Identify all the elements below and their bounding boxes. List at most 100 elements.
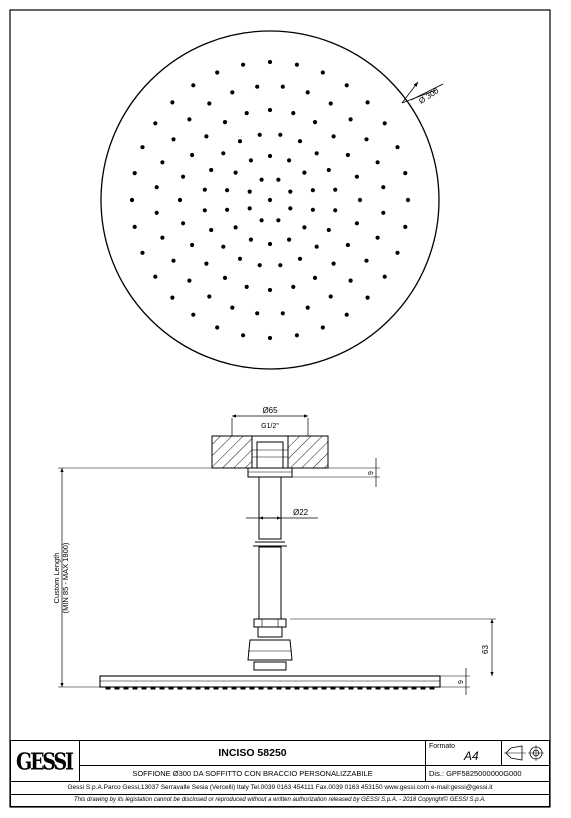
nozzle-hole <box>326 167 331 173</box>
nozzle-hole <box>222 120 228 125</box>
nozzle-bump <box>375 687 381 690</box>
nozzle-hole <box>257 132 262 137</box>
nozzle-hole <box>267 287 273 293</box>
drawing-number: Dis.: GPF5825000000G000 <box>429 769 522 778</box>
nozzle-hole <box>297 256 303 261</box>
nozzle-hole <box>297 139 303 144</box>
nozzle-hole <box>302 225 307 230</box>
nozzle-hole <box>280 84 285 89</box>
nozzle-hole <box>305 305 310 310</box>
nozzle-hole <box>140 250 145 255</box>
nozzle-hole <box>333 208 338 213</box>
company-info-cell: Gessi S.p.A.Parco Gessi,13037 Serravalle… <box>10 782 550 795</box>
nozzle-bump <box>213 687 219 690</box>
nozzle-hole <box>381 185 386 190</box>
head-diameter-label: Ø 300 <box>417 86 441 106</box>
nozzle-hole <box>170 100 175 105</box>
nozzle-hole <box>221 244 226 249</box>
nozzle-hole <box>287 237 292 242</box>
nozzle-hole <box>382 121 387 126</box>
nozzle-bump <box>267 687 273 690</box>
nozzle-hole <box>259 218 264 223</box>
legal-notice: This drawing by its legislation cannot b… <box>74 797 486 803</box>
format-cell: Formato A4 <box>426 740 502 766</box>
nozzle-hole <box>344 83 349 88</box>
nozzle-hole <box>215 325 220 330</box>
nozzle-hole <box>314 244 319 249</box>
nozzle-hole <box>333 187 338 192</box>
nozzle-hole <box>288 189 293 194</box>
dim-custom-length: Custom Length (MIN 85 - MAX 1800) <box>52 467 212 688</box>
nozzle-hole <box>170 295 175 300</box>
nozzle-bump <box>276 687 282 690</box>
nozzle-hole <box>294 333 299 338</box>
nozzle-hole <box>278 132 283 137</box>
nozzle-hole <box>204 134 209 139</box>
nozzle-hole <box>331 261 336 266</box>
nozzle-bump <box>348 687 354 690</box>
nozzle-hole <box>181 174 186 179</box>
nozzle-hole <box>154 185 159 190</box>
projection-symbol-cell <box>502 740 550 766</box>
nozzle-bump <box>141 687 147 690</box>
nozzle-bump <box>312 687 318 690</box>
nozzle-hole <box>255 84 260 89</box>
nozzle-bump <box>384 687 390 690</box>
nozzle-hole <box>302 170 307 175</box>
nozzle-hole <box>267 241 273 247</box>
nozzle-hole <box>310 188 315 193</box>
nozzle-hole <box>233 170 238 175</box>
flange-diameter-label: Ø65 <box>262 406 278 415</box>
nozzle-hole <box>153 121 158 126</box>
nozzle-hole <box>267 153 273 159</box>
nozzle-hole <box>328 294 333 299</box>
product-name: INCISO 58250 <box>218 747 287 759</box>
nozzle-hole <box>140 145 145 150</box>
nozzle-hole <box>328 101 333 106</box>
arm-diameter-label: Ø22 <box>293 508 309 517</box>
nozzle-hole <box>247 206 252 211</box>
nozzle-hole <box>365 100 370 105</box>
nozzle-hole <box>305 90 310 95</box>
nozzle-hole <box>326 227 331 233</box>
nozzle-hole <box>403 171 408 176</box>
nozzle-bump <box>366 687 372 690</box>
nozzle-hole <box>320 70 325 75</box>
nozzle-hole <box>354 174 359 179</box>
product-name-cell: INCISO 58250 <box>80 740 426 766</box>
custom-length-label: Custom Length <box>52 553 61 604</box>
nozzle-hole <box>225 188 230 193</box>
nozzle-hole <box>177 197 183 203</box>
nozzle-hole <box>222 275 228 280</box>
nozzle-hole <box>291 111 296 116</box>
nozzle-hole <box>233 225 238 230</box>
nozzle-hole <box>247 189 252 194</box>
nozzle-holes <box>129 59 411 341</box>
thread-label: G1/2" <box>261 423 279 430</box>
nozzle-hole <box>294 62 299 67</box>
nozzle-hole <box>190 242 195 248</box>
nozzle-bump <box>321 687 327 690</box>
shower-head-outline <box>100 30 440 370</box>
nozzle-bump <box>177 687 183 690</box>
nozzle-hole <box>344 312 349 317</box>
nozzle-hole <box>132 224 137 229</box>
nozzle-hole <box>207 294 212 299</box>
nozzle-hole <box>248 158 253 163</box>
nozzle-hole <box>375 235 380 240</box>
nozzle-hole <box>207 101 212 106</box>
nozzle-hole <box>202 208 207 213</box>
nozzle-hole <box>248 237 253 242</box>
nozzle-bump <box>402 687 408 690</box>
nozzle-hole <box>204 261 209 266</box>
logo-cell: GESSI <box>10 740 80 782</box>
nozzle-bump <box>114 687 120 690</box>
nozzle-hole <box>320 325 325 330</box>
nozzle-hole <box>230 90 235 95</box>
nozzle-hole <box>191 83 196 88</box>
head-thickness-label: 9 <box>458 680 465 684</box>
nozzle-hole <box>129 197 135 203</box>
dim-head-thickness: 9 <box>440 668 470 695</box>
format-label: Formato <box>429 743 456 750</box>
nozzle-hole <box>209 167 214 173</box>
